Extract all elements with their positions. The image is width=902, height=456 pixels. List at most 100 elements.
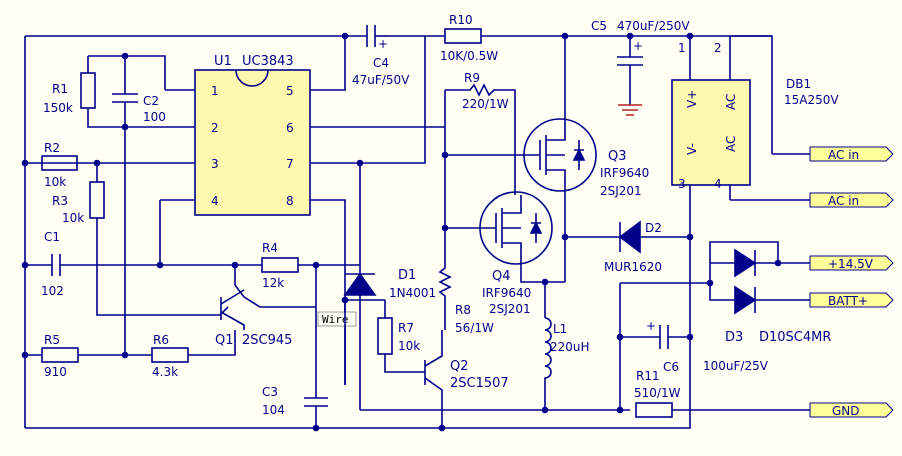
db1-label-ac1: AC [724, 94, 738, 110]
u1-pin-1: 1 [211, 84, 219, 98]
r7-ref: R7 [398, 321, 414, 335]
c5-value: 470uF/250V [617, 19, 690, 33]
r8-value: 56/1W [455, 321, 494, 335]
c2-ref: C2 [143, 94, 159, 108]
port-ac-in-1: AC in [809, 146, 894, 162]
r10-branch: R10 10K/0.5W [440, 13, 498, 63]
r1-resistor [80, 72, 96, 109]
r10-resistor [444, 28, 482, 44]
r9-branch: R9 220/1W [445, 71, 516, 195]
q3-mosfet: Q3 IRF9640 2SJ201 [445, 36, 649, 198]
u1-pin-2: 2 [211, 121, 219, 135]
r3-value: 10k [62, 211, 84, 225]
wire-net-label: Wire [317, 311, 357, 327]
q1-transistor: Q1 2SC945 [215, 265, 316, 348]
c3-value: 104 [262, 403, 285, 417]
main-wiring [24, 35, 810, 429]
port-gnd: GND [809, 402, 894, 418]
r9-ref: R9 [464, 71, 480, 85]
db1-pin-2: 2 [714, 41, 722, 55]
r1-ref: R1 [52, 82, 68, 96]
c5-polarity: + [633, 39, 643, 53]
r1-value: 150k [43, 101, 73, 115]
u1-body [194, 69, 311, 216]
r7-value: 10k [398, 339, 420, 353]
d2-part: MUR1620 [604, 260, 662, 274]
r2-resistor [41, 155, 78, 171]
r8-branch: R8 56/1W [438, 90, 494, 335]
q3-part: IRF9640 [600, 166, 649, 180]
port-14v5-label: +14.5V [828, 257, 874, 271]
r4-resistor [261, 257, 299, 273]
q4-alt: 2SJ201 [489, 302, 531, 316]
r6-resistor [151, 347, 189, 363]
u1-part: UC3843 [242, 54, 294, 69]
db1-pin-1: 1 [678, 41, 686, 55]
l1-inductor: L1 220uH [544, 282, 590, 410]
c6-value: 100uF/25V [703, 359, 769, 373]
r5-value: 910 [44, 365, 67, 379]
q4-ref: Q4 [492, 269, 511, 284]
c6-ref: C6 [663, 360, 679, 374]
u1-pin-8: 8 [286, 194, 294, 208]
db1-pin-4: 4 [714, 177, 722, 191]
wire-label: Wire [322, 313, 349, 326]
u1-pin-7: 7 [286, 157, 294, 171]
ground-symbol [618, 104, 642, 116]
db1-bridge: 1 2 3 4 V+ AC V- AC DB1 15A250V [671, 36, 839, 380]
d3-ref: D3 [725, 330, 743, 345]
l1-value: 220uH [550, 340, 590, 354]
r7-resistor [377, 317, 393, 355]
c4-value: 47uF/50V [352, 73, 410, 87]
port-gnd-label: GND [832, 404, 860, 418]
d1-part: 1N4001 [389, 286, 436, 300]
port-batt-label: BATT+ [828, 294, 868, 308]
r7-branch: R7 10k [344, 299, 425, 385]
q1-part: 2SC945 [242, 333, 292, 348]
c1-value: 102 [41, 284, 64, 298]
r11-ref: R11 [636, 369, 660, 383]
c6-capacitor: + C6 100uF/25V [619, 283, 769, 410]
r8-ref: R8 [455, 303, 471, 317]
u1-pin-6: 6 [286, 121, 294, 135]
r10-ref: R10 [449, 13, 473, 27]
r2-value: 10k [44, 175, 66, 189]
c1-ref: C1 [44, 230, 60, 244]
r3-resistor [89, 181, 105, 219]
u1-ref: U1 [214, 54, 232, 69]
junction-dots [21, 32, 782, 432]
c6-polarity: + [646, 319, 656, 333]
port-ac-in-2-label: AC in [828, 194, 859, 208]
db1-rating: 15A250V [784, 93, 839, 107]
r5-resistor [41, 347, 79, 363]
db1-ref: DB1 [786, 77, 811, 91]
u1-pin-4: 4 [211, 194, 219, 208]
db1-label-vplus: V+ [685, 90, 699, 108]
r4-value: 12k [262, 276, 284, 290]
r4-branch: R4 12k [261, 241, 299, 290]
db1-label-ac2: AC [724, 136, 738, 152]
u1-ic: U1 UC3843 1 2 3 4 5 6 7 8 [25, 36, 445, 385]
port-ac-in-2: AC in [809, 192, 894, 208]
l1-ref: L1 [553, 322, 567, 336]
d2-ref: D2 [645, 221, 662, 235]
db1-pin-3: 3 [678, 177, 686, 191]
r1-c2-network: R1 150k C2 100 [43, 55, 166, 355]
q4-part: IRF9640 [482, 286, 531, 300]
db1-body [671, 79, 751, 186]
q2-part: 2SC1507 [450, 376, 509, 391]
c5-capacitor: + C5 470uF/250V [591, 19, 690, 116]
r9-value: 220/1W [462, 97, 509, 111]
q3-alt: 2SJ201 [600, 184, 642, 198]
port-batt: BATT+ [809, 292, 894, 308]
r10-value: 10K/0.5W [440, 49, 498, 63]
q2-ref: Q2 [450, 359, 469, 374]
d1-diode: D1 1N4001 [343, 163, 436, 410]
r3-ref: R3 [52, 194, 68, 208]
c4-capacitor: + C4 47uF/50V [352, 25, 410, 87]
q2-transistor: Q2 2SC1507 [424, 330, 509, 428]
r11-value: 510/1W [634, 386, 681, 400]
c3-ref: C3 [262, 385, 278, 399]
